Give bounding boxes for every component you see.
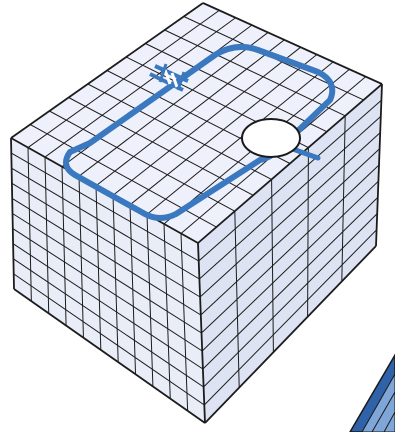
grid-line (203, 229, 377, 406)
block-edge (10, 2, 204, 139)
resistor-circle-icon (241, 118, 301, 158)
grid-line (202, 197, 379, 370)
grid-line (11, 152, 199, 262)
block-edge (10, 137, 15, 290)
grid-line (198, 99, 382, 262)
block-edge (197, 83, 383, 244)
grid-line (201, 164, 380, 334)
block-edge (13, 288, 206, 424)
block-edge (197, 242, 206, 424)
block-edge (204, 245, 377, 424)
grid-line (201, 180, 379, 352)
grid-line (11, 167, 200, 280)
grid-line (203, 213, 378, 388)
grid-line (12, 213, 202, 334)
grid-line (199, 116, 382, 280)
corner-block-fragment (349, 353, 395, 432)
grid-line (13, 258, 204, 388)
block-outline (10, 2, 383, 424)
grid-line (199, 132, 381, 298)
grid-line (11, 182, 201, 298)
grid-line (11, 197, 202, 316)
grid-line (145, 43, 328, 133)
grid-line (68, 97, 254, 196)
right-face (198, 84, 382, 423)
right-face-grid (198, 99, 382, 406)
grid-line (12, 243, 204, 370)
block-edge (202, 2, 383, 85)
grid-line (164, 29, 346, 117)
circuit (63, 43, 336, 221)
front-face (11, 138, 205, 423)
grid-line (12, 228, 203, 352)
grid-line (200, 148, 380, 316)
battery-symbol-icon (149, 63, 189, 92)
block-edge (375, 83, 383, 247)
grid-line (87, 83, 272, 180)
grid-line (13, 273, 205, 406)
front-face-grid (11, 147, 205, 411)
